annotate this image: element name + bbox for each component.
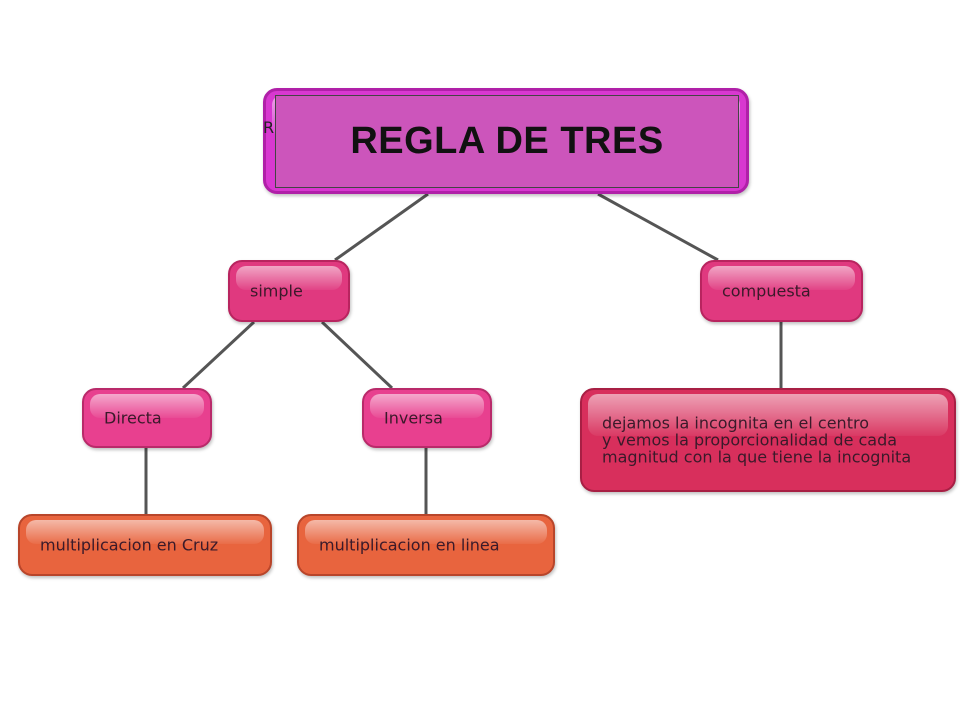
node-inversa[interactable]: Inversa (362, 388, 492, 448)
connector-simple-directa (181, 320, 256, 390)
node-simple-label: simple (250, 281, 303, 301)
connector-root-compuesta (597, 192, 719, 262)
node-compuesta-description-label: dejamos la incognita en el centro y vemo… (602, 413, 912, 467)
node-multiplicacion-cruz[interactable]: multiplicacion en Cruz (18, 514, 272, 576)
node-multiplicacion-cruz-label: multiplicacion en Cruz (40, 535, 219, 555)
node-simple[interactable]: simple (228, 260, 350, 322)
node-multiplicacion-linea-label: multiplicacion en linea (319, 535, 500, 555)
node-compuesta[interactable]: compuesta (700, 260, 863, 322)
node-directa-label: Directa (104, 408, 162, 428)
node-compuesta-description[interactable]: dejamos la incognita en el centro y vemo… (580, 388, 956, 492)
node-inversa-label: Inversa (384, 408, 443, 428)
node-compuesta-label: compuesta (722, 281, 811, 301)
node-directa[interactable]: Directa (82, 388, 212, 448)
root-hidden-label: R (263, 118, 275, 137)
root-title-box: REGLA DE TRES (275, 95, 739, 188)
root-title: REGLA DE TRES (350, 120, 664, 162)
connector-simple-inversa (320, 320, 394, 390)
connector-root-simple (334, 192, 429, 262)
node-multiplicacion-linea[interactable]: multiplicacion en linea (297, 514, 555, 576)
